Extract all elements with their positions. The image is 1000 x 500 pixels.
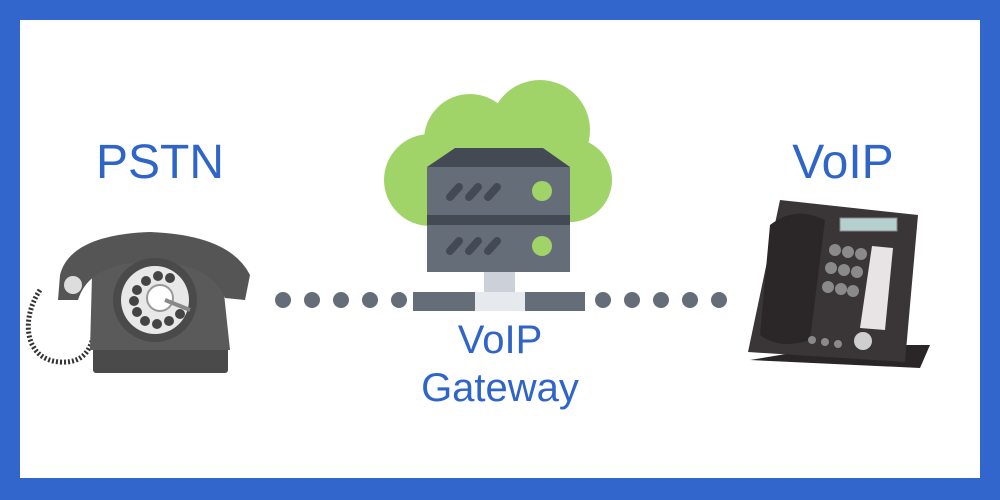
pstn-label: PSTN (95, 136, 224, 189)
rotary-telephone-icon (25, 232, 250, 373)
gateway-label-line1: VoIP (457, 318, 543, 362)
connection-dots-right (595, 292, 727, 308)
connection-dots-left (275, 292, 407, 308)
server-cloud-gateway-icon (384, 80, 612, 311)
voip-label: VoIP (792, 136, 894, 189)
gateway-label-line2: Gateway (421, 366, 579, 410)
ip-desk-phone-icon (748, 200, 930, 368)
